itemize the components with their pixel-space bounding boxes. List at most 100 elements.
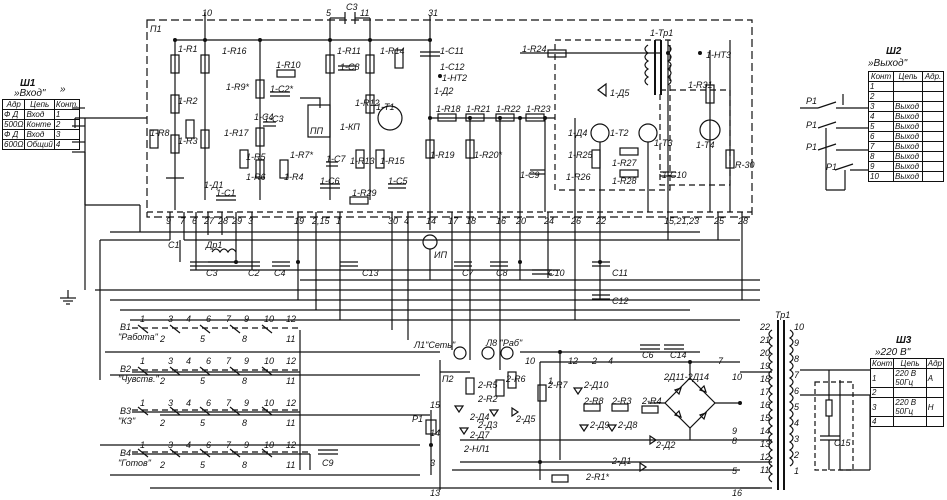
bottom-pin: 28 <box>738 216 749 226</box>
component-label: 2-Д4 <box>470 412 490 422</box>
component-label: 1-R25 <box>568 150 593 160</box>
component-label: 1-R31 <box>688 80 713 90</box>
bottom-pin: 14 <box>426 216 437 226</box>
bottom-pin: 9 <box>166 216 172 226</box>
component-label: 1-С11 <box>440 46 464 56</box>
switch-rows <box>132 324 338 470</box>
switch-contact: 4 <box>186 398 192 408</box>
switch-contact: 11 <box>286 376 296 386</box>
bottom-pin: 2,15 <box>312 216 330 226</box>
transformer-pin: 1 <box>794 466 800 476</box>
power-pin: 8 <box>732 436 738 446</box>
w3-cell: Н <box>925 397 945 417</box>
component-label: 1-R24 <box>522 44 547 54</box>
component-label: 1-С7 <box>326 154 346 164</box>
transformer-pin: 14 <box>760 426 771 436</box>
component-label: 1-R12 <box>355 98 380 108</box>
switch-contact: 5 <box>200 334 206 344</box>
w1-header: Конт. <box>53 99 81 110</box>
bottom-pin: 3 <box>248 216 254 226</box>
power-pin: 5 <box>732 466 738 476</box>
component-label: 1-R29 <box>352 188 377 198</box>
w2-cell: 5 <box>868 121 894 132</box>
w2-cell <box>922 161 944 172</box>
component-label: 1-НТ2 <box>442 73 468 83</box>
w3-header: Конт <box>869 358 895 369</box>
transformer-pin: 20 <box>760 348 771 358</box>
transformer-pin: 17 <box>760 387 771 397</box>
switch-contact: 8 <box>242 376 248 386</box>
switch-contact: 11 <box>286 418 296 428</box>
component-label: 1-R8 <box>150 128 170 138</box>
power-pin: 4 <box>608 356 614 366</box>
w3-cell: А <box>925 368 945 388</box>
component-label: 1-Т4 <box>696 140 715 150</box>
switch-contact: 10 <box>264 398 275 408</box>
transformer-pin: 10 <box>794 322 805 332</box>
switch-contact: 4 <box>186 356 192 366</box>
switch-contact: 8 <box>242 334 248 344</box>
switch-contact: 9 <box>244 356 250 366</box>
w3-title: »220 В" <box>875 347 911 358</box>
component-label: ПП <box>310 126 324 136</box>
component-label: 1-Д1 <box>204 180 224 190</box>
w2-cell: Выход <box>892 101 924 112</box>
bottom-pin: 17 <box>448 216 459 226</box>
w2-cell: Выход <box>892 171 924 182</box>
w1-cell: 2 <box>53 119 81 130</box>
w2-cell <box>922 121 944 132</box>
meter-label: ИП <box>434 250 447 260</box>
switch-contact: 2 <box>160 460 166 470</box>
component-label: 1-С5 <box>388 176 408 186</box>
cap-label: С10 <box>548 268 565 278</box>
power-pin: 16 <box>732 488 743 498</box>
transformer-pin: 19 <box>760 361 771 371</box>
component-label: 1-R4 <box>284 172 304 182</box>
w3-cell <box>893 416 927 427</box>
power-pin: 12 <box>568 356 579 366</box>
transformer-pin: 22 <box>760 322 771 332</box>
component-label: 2-Д3 <box>478 420 498 430</box>
component-label: 1-С6 <box>320 176 340 186</box>
switch-contact: 12 <box>286 398 297 408</box>
component-label: 2-R4 <box>642 396 662 406</box>
bottom-pin: 22 <box>596 216 607 226</box>
transformer-pin: 11 <box>760 465 770 475</box>
top-pin: 5 <box>326 8 332 18</box>
transformer-pin: 3 <box>794 434 800 444</box>
component-label: 1-С9 <box>520 170 540 180</box>
w2-cell <box>922 81 944 92</box>
component-label: 1-R19 <box>430 150 455 160</box>
w2-cell: Выход <box>892 141 924 152</box>
switch-contact: 1 <box>140 398 146 408</box>
switch-contact: 2 <box>160 376 166 386</box>
power-pin: 7 <box>718 356 724 366</box>
bottom-pin: 28 <box>218 216 229 226</box>
transformer-pin: 16 <box>760 400 771 410</box>
bottom-pin: 25 <box>714 216 725 226</box>
component-label: 1-R20* <box>474 150 503 160</box>
switch-contact: 3 <box>168 356 174 366</box>
transformer-pin: 7 <box>794 370 800 380</box>
component-label: 2-НЛ1 <box>464 444 490 454</box>
component-label: 1-R14 <box>380 46 405 56</box>
w1-cell: 1 <box>53 109 81 120</box>
component-label: 1-R21 <box>466 104 491 114</box>
w3-cell: 4 <box>869 416 895 427</box>
bottom-pin: 15,21,23 <box>664 216 700 226</box>
power-pin: 13 <box>430 488 441 498</box>
switch-contact: 12 <box>286 314 297 324</box>
power-pin: 10 <box>525 356 536 366</box>
component-label: 1-R23 <box>526 104 551 114</box>
w2-designator: Ш2 <box>886 46 902 57</box>
component-label: 2-R2 <box>478 394 498 404</box>
switch-contact: 12 <box>286 356 297 366</box>
cap-label: С4 <box>274 268 286 278</box>
switch-contact: 9 <box>244 398 250 408</box>
